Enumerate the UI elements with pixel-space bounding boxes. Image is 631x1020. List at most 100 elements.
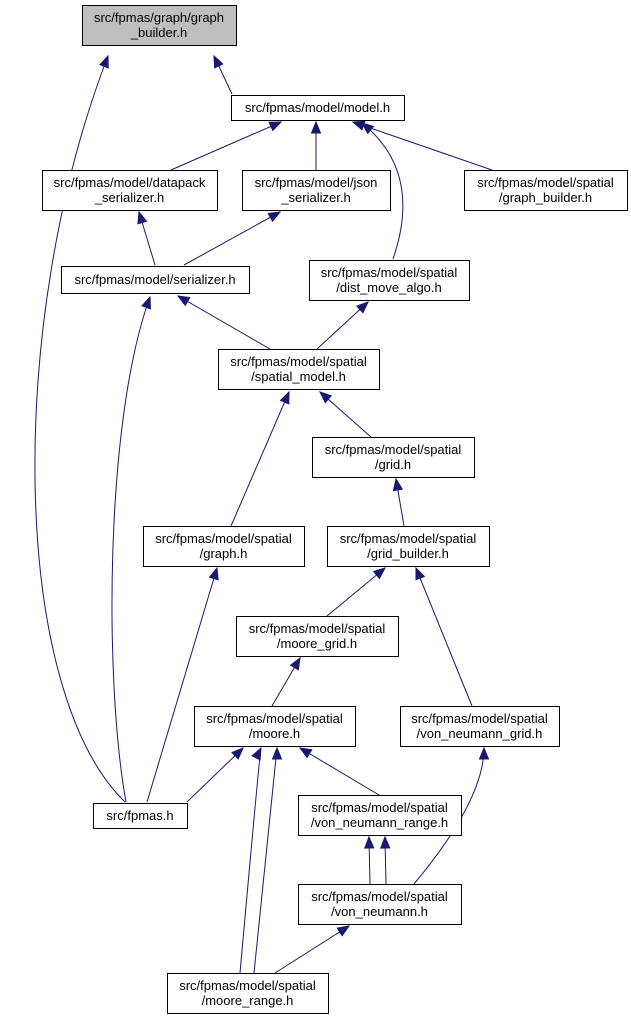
node-label: src/fpmas/model/spatial [311, 800, 448, 815]
node-label: /moore_grid.h [277, 636, 357, 651]
node-label: /moore_range.h [202, 993, 294, 1008]
edge-moore-to-moore_range [239, 746, 262, 974]
node-box [42, 170, 218, 211]
node-label: /graph.h [200, 546, 248, 561]
arrowhead [137, 210, 148, 225]
arrowhead [279, 390, 290, 405]
node-spatial-model[interactable]: src/fpmas/model/spatial/spatial_model.h [218, 349, 380, 390]
edge-moore-to-moore_grid [271, 656, 301, 707]
node-von-neumann-grid[interactable]: src/fpmas/model/spatial/von_neumann_grid… [400, 706, 560, 747]
edge-line [146, 567, 218, 803]
edge-moore_range-to-moore [253, 746, 283, 974]
node-label: /grid.h [375, 457, 411, 472]
arrowhead [231, 747, 244, 760]
node-label: src/fpmas/model/spatial [411, 711, 548, 726]
edge-line [170, 121, 282, 171]
node-moore-grid[interactable]: src/fpmas/model/spatial/moore_grid.h [236, 616, 399, 657]
edge-grid-to-spatial_model [319, 391, 372, 438]
arrowhead [364, 835, 375, 849]
node-label: _serializer.h [280, 190, 350, 205]
node-label: /graph_builder.h [499, 190, 592, 205]
arrowhead [415, 566, 426, 581]
node-von-neumann-range[interactable]: src/fpmas/model/spatial/von_neumann_rang… [298, 795, 462, 836]
node-label: /von_neumann_grid.h [417, 726, 543, 741]
edge-line [111, 296, 151, 803]
arrowhead [98, 54, 109, 69]
node-label: src/fpmas/model/model.h [245, 100, 390, 115]
node-label: src/fpmas/model/spatial [249, 621, 386, 636]
node-von-neumann[interactable]: src/fpmas/model/spatial/von_neumann.h [298, 884, 462, 925]
nodes-layer: src/fpmas/graph/graph_builder.hsrc/fpmas… [42, 5, 628, 1014]
arrowhead [310, 120, 322, 134]
node-box [93, 803, 188, 829]
arrowhead [392, 477, 404, 492]
node-box [327, 526, 490, 567]
node-label: /spatial_model.h [251, 369, 346, 384]
node-label: src/fpmas/model/json [255, 175, 378, 190]
arrowhead [208, 566, 219, 581]
node-graph-builder[interactable]: src/fpmas/graph/graph_builder.h [82, 5, 237, 46]
edge-von_neumann_range-to-moore [298, 747, 380, 796]
edge-fpmas-to-moore [186, 747, 244, 803]
edge-spatial_model-to-dist_move_algo [316, 301, 369, 350]
arrowhead [176, 295, 191, 307]
node-label: src/fpmas/model/spatial [477, 175, 614, 190]
node-label: src/fpmas/model/spatial [206, 711, 343, 726]
node-box [400, 706, 560, 747]
node-datapack-serializer[interactable]: src/fpmas/model/datapack_serializer.h [42, 170, 218, 211]
arrowhead [141, 295, 151, 310]
edge-line [183, 211, 281, 266]
node-label: src/fpmas/graph/graph [94, 10, 224, 25]
node-box [231, 95, 405, 121]
edge-json_serializer-to-model [310, 120, 322, 170]
edge-dist_move_algo-to-model [360, 122, 404, 260]
node-label: src/fpmas/model/spatial [340, 531, 477, 546]
node-box [218, 349, 380, 390]
node-model[interactable]: src/fpmas/model/model.h [231, 95, 405, 121]
edge-line [316, 301, 369, 350]
edge-graph-to-spatial_model [230, 390, 290, 527]
edge-model-to-graph_builder [213, 54, 233, 95]
node-fpmas[interactable]: src/fpmas.h [93, 803, 188, 829]
node-box [298, 884, 462, 925]
edge-fpmas-to-graph [146, 566, 219, 803]
edge-line [326, 567, 386, 617]
edge-line [413, 747, 485, 885]
edge-von_neumann_range-to-von_neumann [364, 835, 375, 885]
arrowhead [336, 925, 351, 937]
node-dist-move-algo[interactable]: src/fpmas/model/spatial/dist_move_algo.h [309, 260, 470, 301]
arrowhead [298, 747, 313, 759]
edge-grid_builder-to-grid [392, 477, 405, 527]
node-label: src/fpmas/model/serializer.h [74, 272, 235, 287]
node-spatial-graph-builder[interactable]: src/fpmas/model/spatial/graph_builder.h [464, 170, 628, 211]
node-box [61, 266, 250, 294]
node-box [82, 5, 237, 46]
node-label: src/fpmas/model/spatial [179, 978, 316, 993]
node-serializer[interactable]: src/fpmas/model/serializer.h [61, 266, 250, 294]
node-box [167, 973, 329, 1014]
edge-datapack_serializer-to-model [170, 121, 283, 171]
node-graph[interactable]: src/fpmas/model/spatial/graph.h [143, 526, 305, 567]
edge-spatial_graph_builder-to-model [351, 120, 493, 171]
edge-fpmas-to-serializer [111, 295, 151, 803]
edge-fpmas-to-graph_builder [34, 54, 126, 803]
arrowhead [213, 54, 224, 69]
node-label: src/fpmas/model/spatial [230, 354, 367, 369]
node-label: src/fpmas/model/spatial [321, 265, 458, 280]
node-grid[interactable]: src/fpmas/model/spatial/grid.h [312, 437, 475, 478]
arrowhead [289, 656, 301, 671]
node-moore-range[interactable]: src/fpmas/model/spatial/moore_range.h [167, 973, 329, 1014]
edge-line [274, 925, 350, 974]
node-json-serializer[interactable]: src/fpmas/model/json_serializer.h [242, 170, 391, 211]
node-grid-builder[interactable]: src/fpmas/model/spatial/grid_builder.h [327, 526, 490, 567]
node-moore[interactable]: src/fpmas/model/spatial/moore.h [194, 706, 356, 747]
arrowhead [372, 567, 387, 580]
node-box [298, 795, 462, 836]
node-label: src/fpmas.h [106, 808, 173, 823]
arrowhead [271, 746, 283, 760]
arrowhead [355, 301, 369, 314]
node-label: /dist_move_algo.h [336, 280, 442, 295]
node-label: src/fpmas/model/spatial [311, 889, 448, 904]
arrowhead [478, 746, 490, 760]
